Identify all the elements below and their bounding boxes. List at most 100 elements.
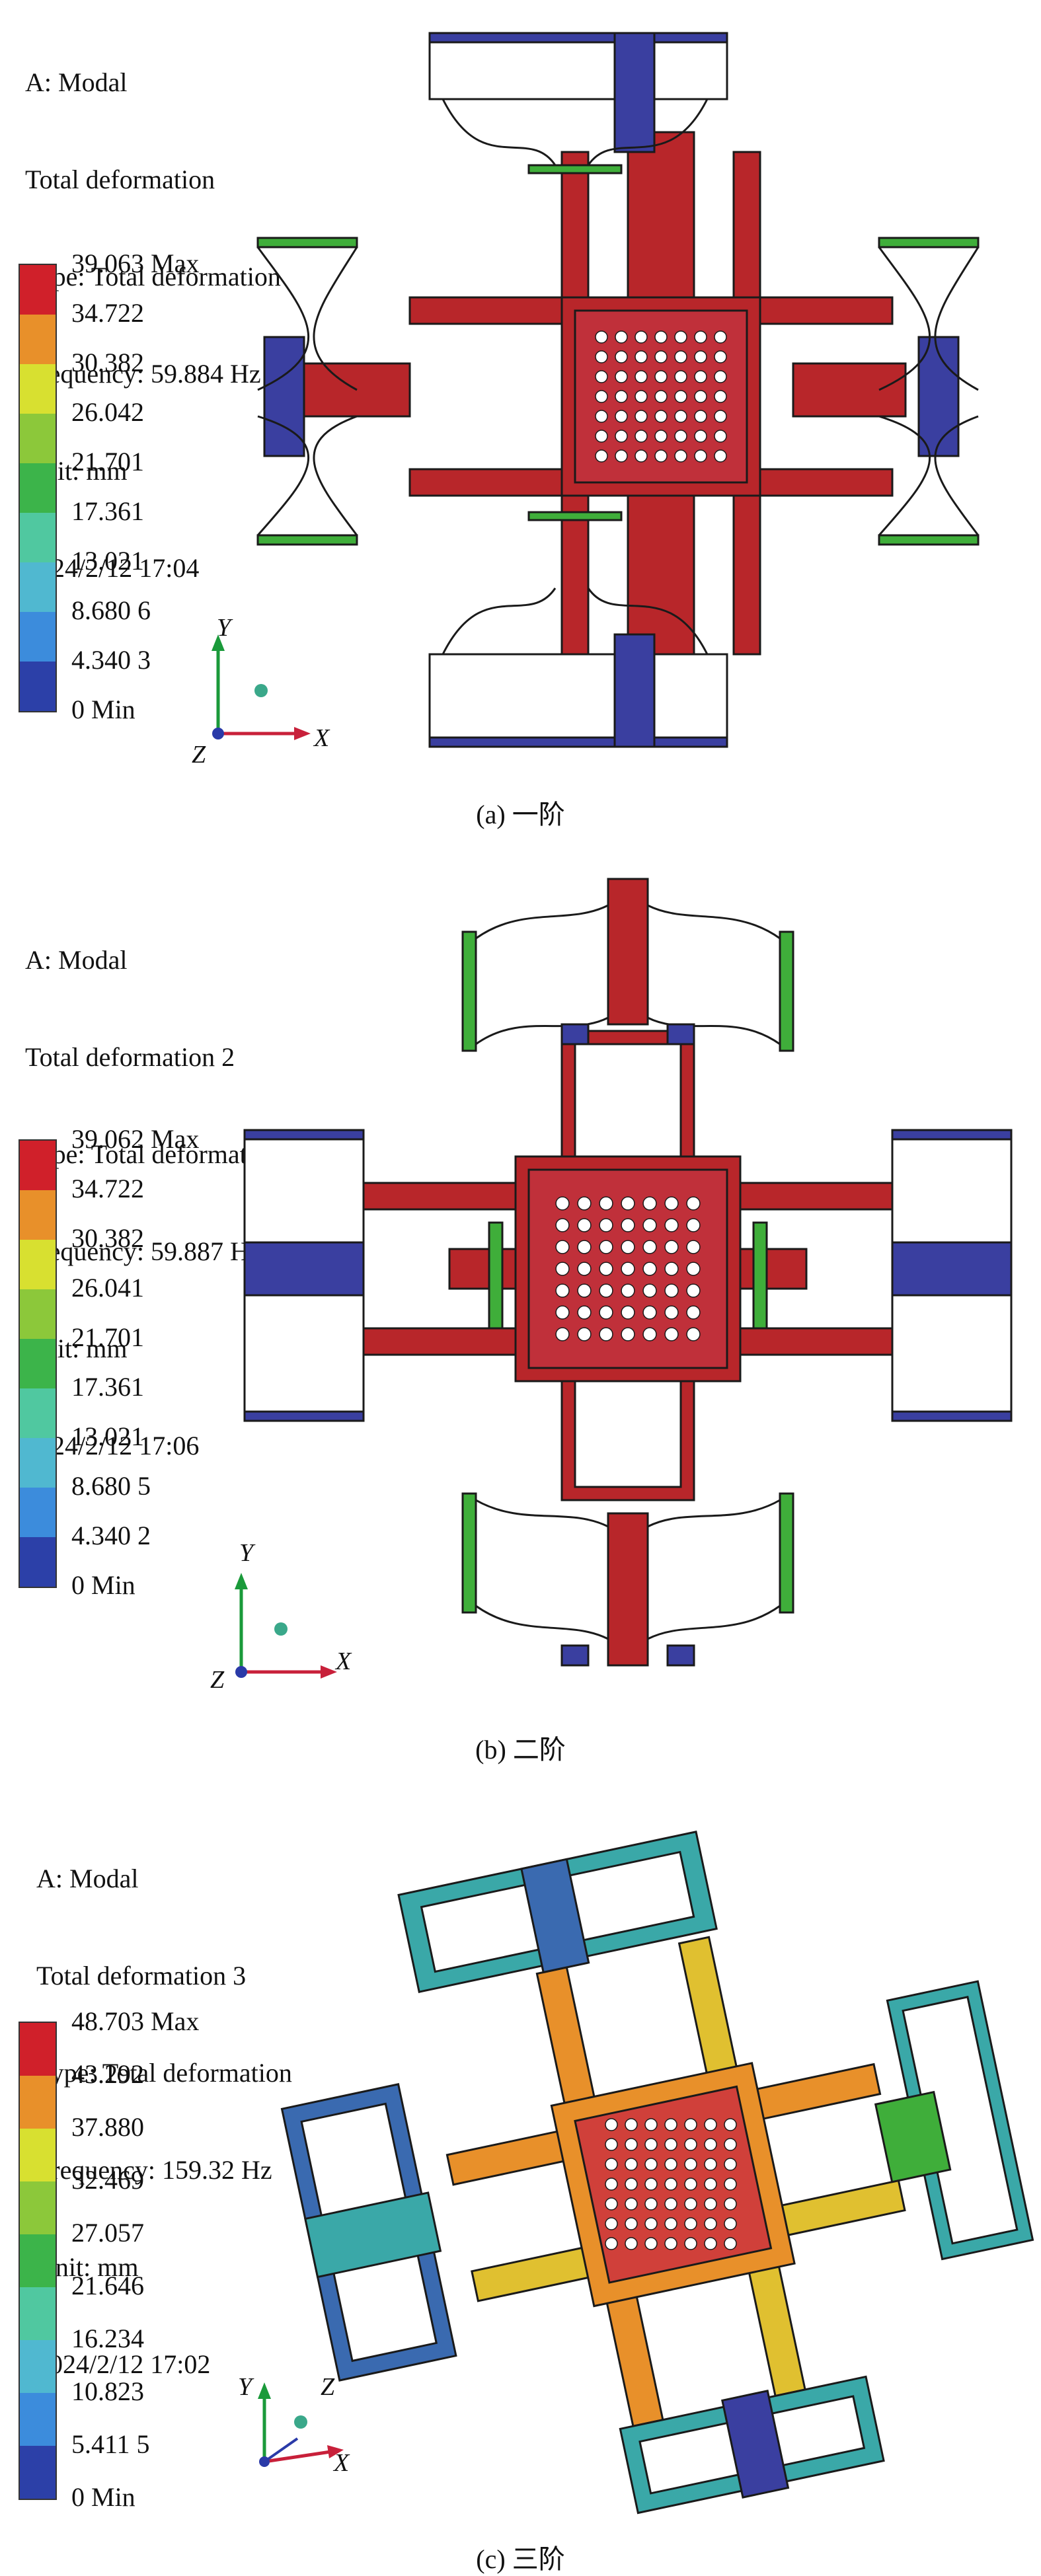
legend-label: 0 Min	[71, 1570, 135, 1600]
info-line: Unit: mm	[25, 456, 128, 486]
plate-hole	[595, 390, 608, 403]
plate-hole	[664, 1196, 679, 1211]
plate-hole	[684, 2217, 697, 2230]
plate-hole	[555, 1218, 570, 1232]
plate-hole	[684, 2118, 697, 2131]
legend-label: 21.701	[71, 1322, 144, 1352]
legend-swatch	[20, 612, 56, 662]
plate-hole	[664, 2237, 677, 2250]
plate-hole	[642, 1327, 657, 1342]
deformed-structure-model	[256, 32, 980, 748]
legend-label: 5.411 5	[71, 2429, 150, 2459]
plate-hole	[674, 430, 687, 443]
legend-swatch	[20, 2393, 56, 2446]
plate-hole	[664, 2178, 677, 2191]
plate-hole	[664, 1283, 679, 1298]
legend-swatch	[20, 2234, 56, 2287]
legend-label: 13.021	[71, 1421, 144, 1451]
plate-hole	[714, 330, 727, 344]
legend-swatch	[20, 265, 56, 315]
plate-hole	[599, 1327, 613, 1342]
result-info: A: Modal Total deformation Type: Total d…	[25, 1, 281, 649]
legend-swatch	[20, 513, 56, 562]
axis-x-label: X	[336, 1648, 352, 1675]
plate-hole	[686, 1218, 701, 1232]
plate-hole	[644, 2237, 658, 2250]
legend-label: 34.722	[71, 1174, 144, 1203]
legend-swatch	[20, 463, 56, 513]
deformed-structure-model	[280, 1831, 1034, 2515]
legend-swatch	[20, 562, 56, 612]
deformed-structure-model	[243, 878, 1013, 1667]
plate-hole	[644, 2118, 658, 2131]
plate-hole	[694, 330, 707, 344]
plate-hole	[605, 2138, 618, 2151]
plate-hole	[621, 1327, 635, 1342]
plate-hole	[605, 2197, 618, 2211]
plate-hole	[595, 370, 608, 383]
plate-hole	[605, 2158, 618, 2171]
plate-hole	[577, 1218, 592, 1232]
plate-hole	[724, 2237, 737, 2250]
legend-label: 43.292	[71, 2059, 144, 2089]
info-line: A: Modal	[25, 67, 128, 97]
plate-hole	[674, 370, 687, 383]
axis-z-label: Z	[321, 2373, 335, 2401]
legend-swatch	[20, 662, 56, 711]
plate-hole	[642, 1283, 657, 1298]
plate-hole	[654, 370, 668, 383]
plate-hole	[595, 430, 608, 443]
plate-hole	[615, 370, 628, 383]
plate-hole	[644, 2197, 658, 2211]
legend-swatch	[20, 414, 56, 463]
plate-hole	[642, 1262, 657, 1276]
plate-hole	[674, 449, 687, 463]
info-line: Total deformation 3	[36, 1961, 247, 1990]
plate-hole	[684, 2237, 697, 2250]
plate-hole	[686, 1262, 701, 1276]
plate-hole	[684, 2138, 697, 2151]
legend-label: 4.340 2	[71, 1521, 151, 1550]
legend-swatch	[20, 315, 56, 364]
plate-hole	[714, 410, 727, 423]
legend-label: 34.722	[71, 298, 144, 328]
plate-hole	[635, 430, 648, 443]
axis-z-label: Z	[210, 1666, 225, 1694]
plate-hole	[621, 1196, 635, 1211]
plate-hole	[621, 1240, 635, 1254]
plate-hole	[605, 2237, 618, 2250]
hole-grid	[605, 2118, 737, 2250]
plate-hole	[654, 330, 668, 344]
plate-hole	[625, 2158, 638, 2171]
plate-hole	[555, 1262, 570, 1276]
plate-hole	[704, 2158, 717, 2171]
panel-c: A: Modal Total deformation 3 Type: Total…	[0, 1791, 1041, 2574]
plate-hole	[642, 1196, 657, 1211]
legend-label: 8.680 5	[71, 1471, 151, 1501]
plate-hole	[704, 2118, 717, 2131]
legend-swatch	[20, 1141, 56, 1190]
plate-hole	[555, 1240, 570, 1254]
legend-swatch	[20, 1537, 56, 1587]
plate-hole	[674, 410, 687, 423]
plate-hole	[686, 1283, 701, 1298]
legend-label: 0 Min	[71, 2482, 135, 2512]
legend-label: 17.361	[71, 496, 144, 526]
info-line: Total deformation 2	[25, 1042, 235, 1072]
plate-hole	[704, 2178, 717, 2191]
plate-hole	[615, 390, 628, 403]
plate-hole	[664, 2158, 677, 2171]
plate-hole	[577, 1283, 592, 1298]
legend-label: 21.646	[71, 2271, 144, 2300]
plate-hole	[724, 2197, 737, 2211]
plate-hole	[664, 2138, 677, 2151]
legend-label: 10.823	[71, 2376, 144, 2406]
plate-hole	[654, 350, 668, 363]
plate-hole	[664, 2118, 677, 2131]
plate-hole	[724, 2217, 737, 2230]
plate-hole	[555, 1305, 570, 1320]
plate-hole	[599, 1262, 613, 1276]
plate-hole	[621, 1262, 635, 1276]
legend-color-bar	[19, 1139, 57, 1588]
plate-hole	[704, 2237, 717, 2250]
